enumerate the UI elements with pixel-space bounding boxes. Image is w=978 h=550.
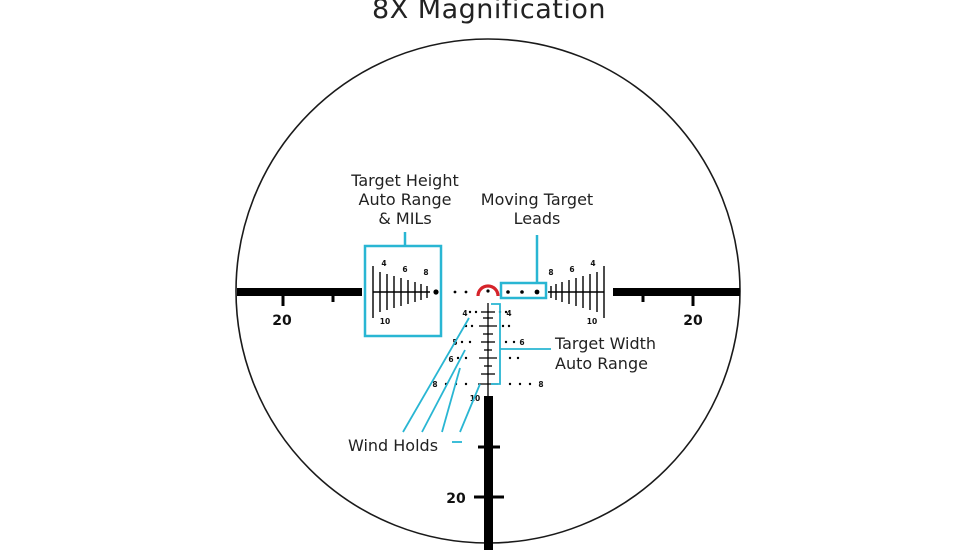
lower-ladder-num: 6 (448, 355, 453, 364)
target-width-label: Target Width (554, 334, 656, 353)
lower-ladder-num: 10 (470, 394, 480, 403)
right-ladder-num: 4 (590, 259, 595, 268)
lower-ladder-num: 8 (538, 380, 543, 389)
center-aim-circle (476, 284, 500, 297)
wind-holds-callout (402, 317, 481, 443)
left-lead-dot (453, 290, 457, 294)
wind-holds-label: Wind Holds (348, 436, 438, 455)
center-dot (486, 289, 490, 293)
page-title: 8X Magnification (372, 0, 606, 25)
left-ladder-dot (433, 289, 439, 295)
bottom-post (484, 396, 493, 550)
target-height-callout: Target Height Auto Range & MILs (350, 171, 459, 338)
lead-dot (534, 289, 540, 295)
right-post (613, 288, 740, 296)
left-lead-dot (464, 290, 468, 294)
lead-dot (520, 290, 524, 294)
lower-ladder-num: 6 (519, 338, 524, 347)
lower-ladder-num: 4 (462, 309, 467, 318)
left-ladder-num: 6 (402, 265, 407, 274)
target-height-label: & MILs (378, 209, 431, 228)
moving-target-callout: Moving Target Leads (481, 190, 593, 300)
bottom-range-label: 20 (446, 491, 466, 507)
left-ladder-num: 4 (381, 259, 386, 268)
right-ladder-num: 8 (548, 268, 553, 277)
left-range-label: 20 (272, 313, 292, 329)
left-ladder-num: 8 (423, 268, 428, 277)
target-width-label: Auto Range (555, 354, 648, 373)
lower-ladder-num: 4 (506, 309, 511, 318)
right-ladder-num: 10 (587, 317, 597, 326)
left-ladder-num: 10 (380, 317, 390, 326)
target-width-callout (491, 303, 551, 385)
lower-ranging-ladder (478, 303, 498, 396)
target-height-label: Auto Range (359, 190, 452, 209)
right-ladder-num: 6 (569, 265, 574, 274)
right-ranging-ladder (548, 266, 605, 318)
lower-ladder-num: 8 (432, 380, 437, 389)
target-height-label: Target Height (350, 171, 458, 190)
left-post (237, 288, 362, 296)
right-range-label: 20 (683, 313, 703, 329)
left-ranging-ladder (372, 266, 430, 318)
lead-dot (506, 290, 510, 294)
moving-target-label: Leads (514, 209, 561, 228)
moving-target-label: Moving Target (481, 190, 593, 209)
